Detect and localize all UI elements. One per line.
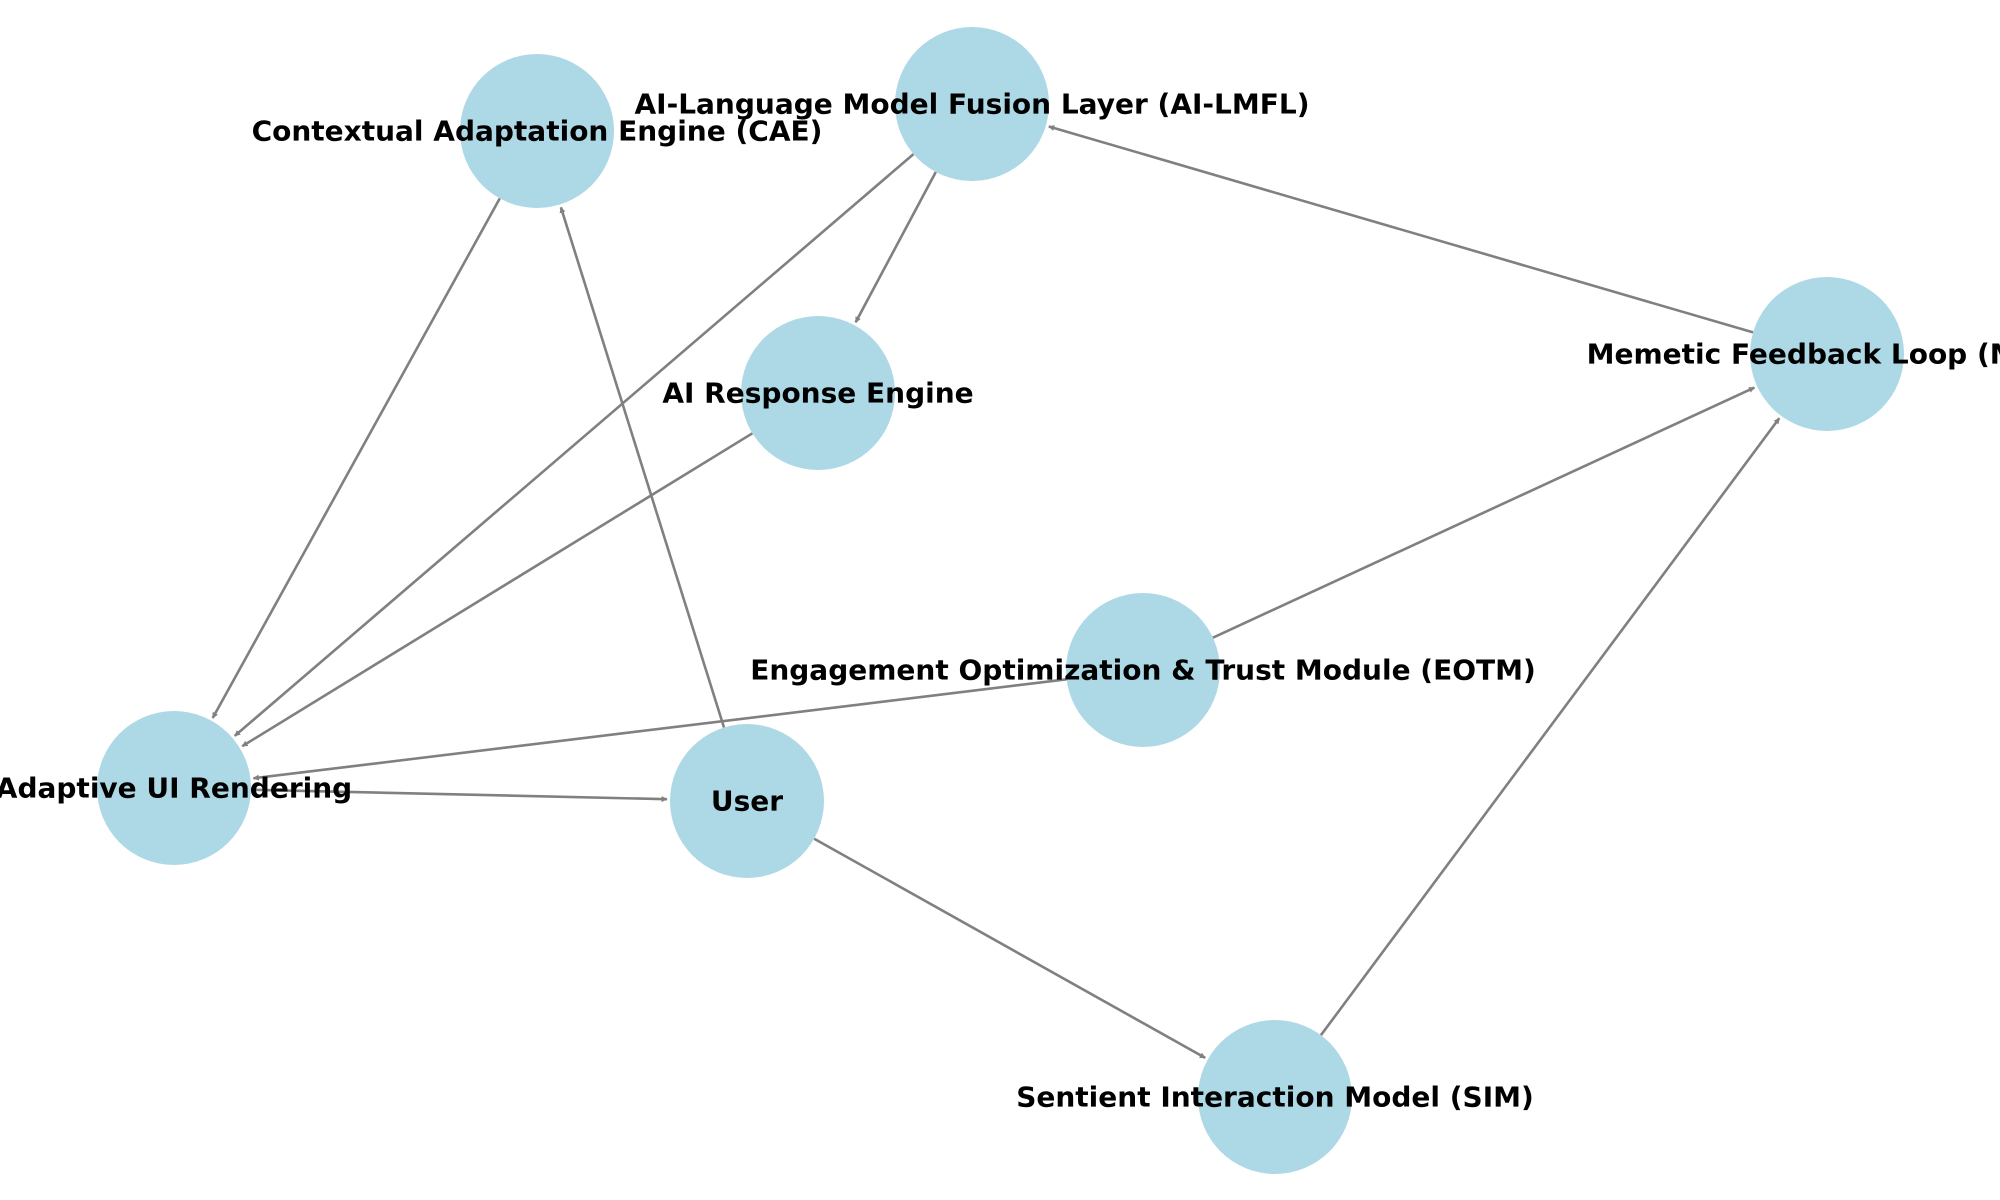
node-label-eotm: Engagement Optimization & Trust Module (… — [750, 654, 1536, 687]
node-are — [741, 316, 895, 470]
node-mfl — [1750, 277, 1904, 431]
edge-ailmfl-to-aui — [233, 153, 915, 737]
node-label-mfl: Memetic Feedback Loop (MFL) — [1587, 338, 2000, 371]
edge-eotm-to-mfl — [1212, 386, 1755, 639]
node-label-aui: Adaptive UI Rendering — [0, 772, 352, 805]
edge-are-to-aui — [241, 432, 754, 748]
node-sim — [1198, 1020, 1352, 1174]
node-user — [670, 724, 824, 878]
node-label-sim: Sentient Interaction Model (SIM) — [1016, 1081, 1534, 1114]
edges-layer — [211, 125, 1781, 1060]
edge-user-to-sim — [813, 837, 1206, 1060]
nodes-layer — [97, 27, 1904, 1174]
node-aui — [97, 711, 251, 865]
node-label-are: AI Response Engine — [662, 377, 973, 410]
labels-layer: Contextual Adaptation Engine (CAE)AI-Lan… — [0, 88, 2000, 1114]
edge-user-to-cae — [559, 206, 726, 728]
edge-ailmfl-to-are — [854, 171, 937, 324]
edge-eotm-to-aui — [252, 678, 1067, 781]
edge-cae-to-aui — [211, 197, 501, 719]
node-label-ailmfl: AI-Language Model Fusion Layer (AI-LMFL) — [634, 88, 1309, 121]
edge-mfl-to-ailmfl — [1048, 125, 1754, 334]
node-cae — [460, 54, 614, 208]
node-eotm — [1066, 593, 1220, 747]
node-label-user: User — [711, 785, 783, 818]
edge-aui-to-user — [250, 788, 668, 803]
edge-sim-to-mfl — [1319, 417, 1781, 1036]
node-ailmfl — [895, 27, 1049, 181]
node-label-cae: Contextual Adaptation Engine (CAE) — [252, 115, 823, 148]
